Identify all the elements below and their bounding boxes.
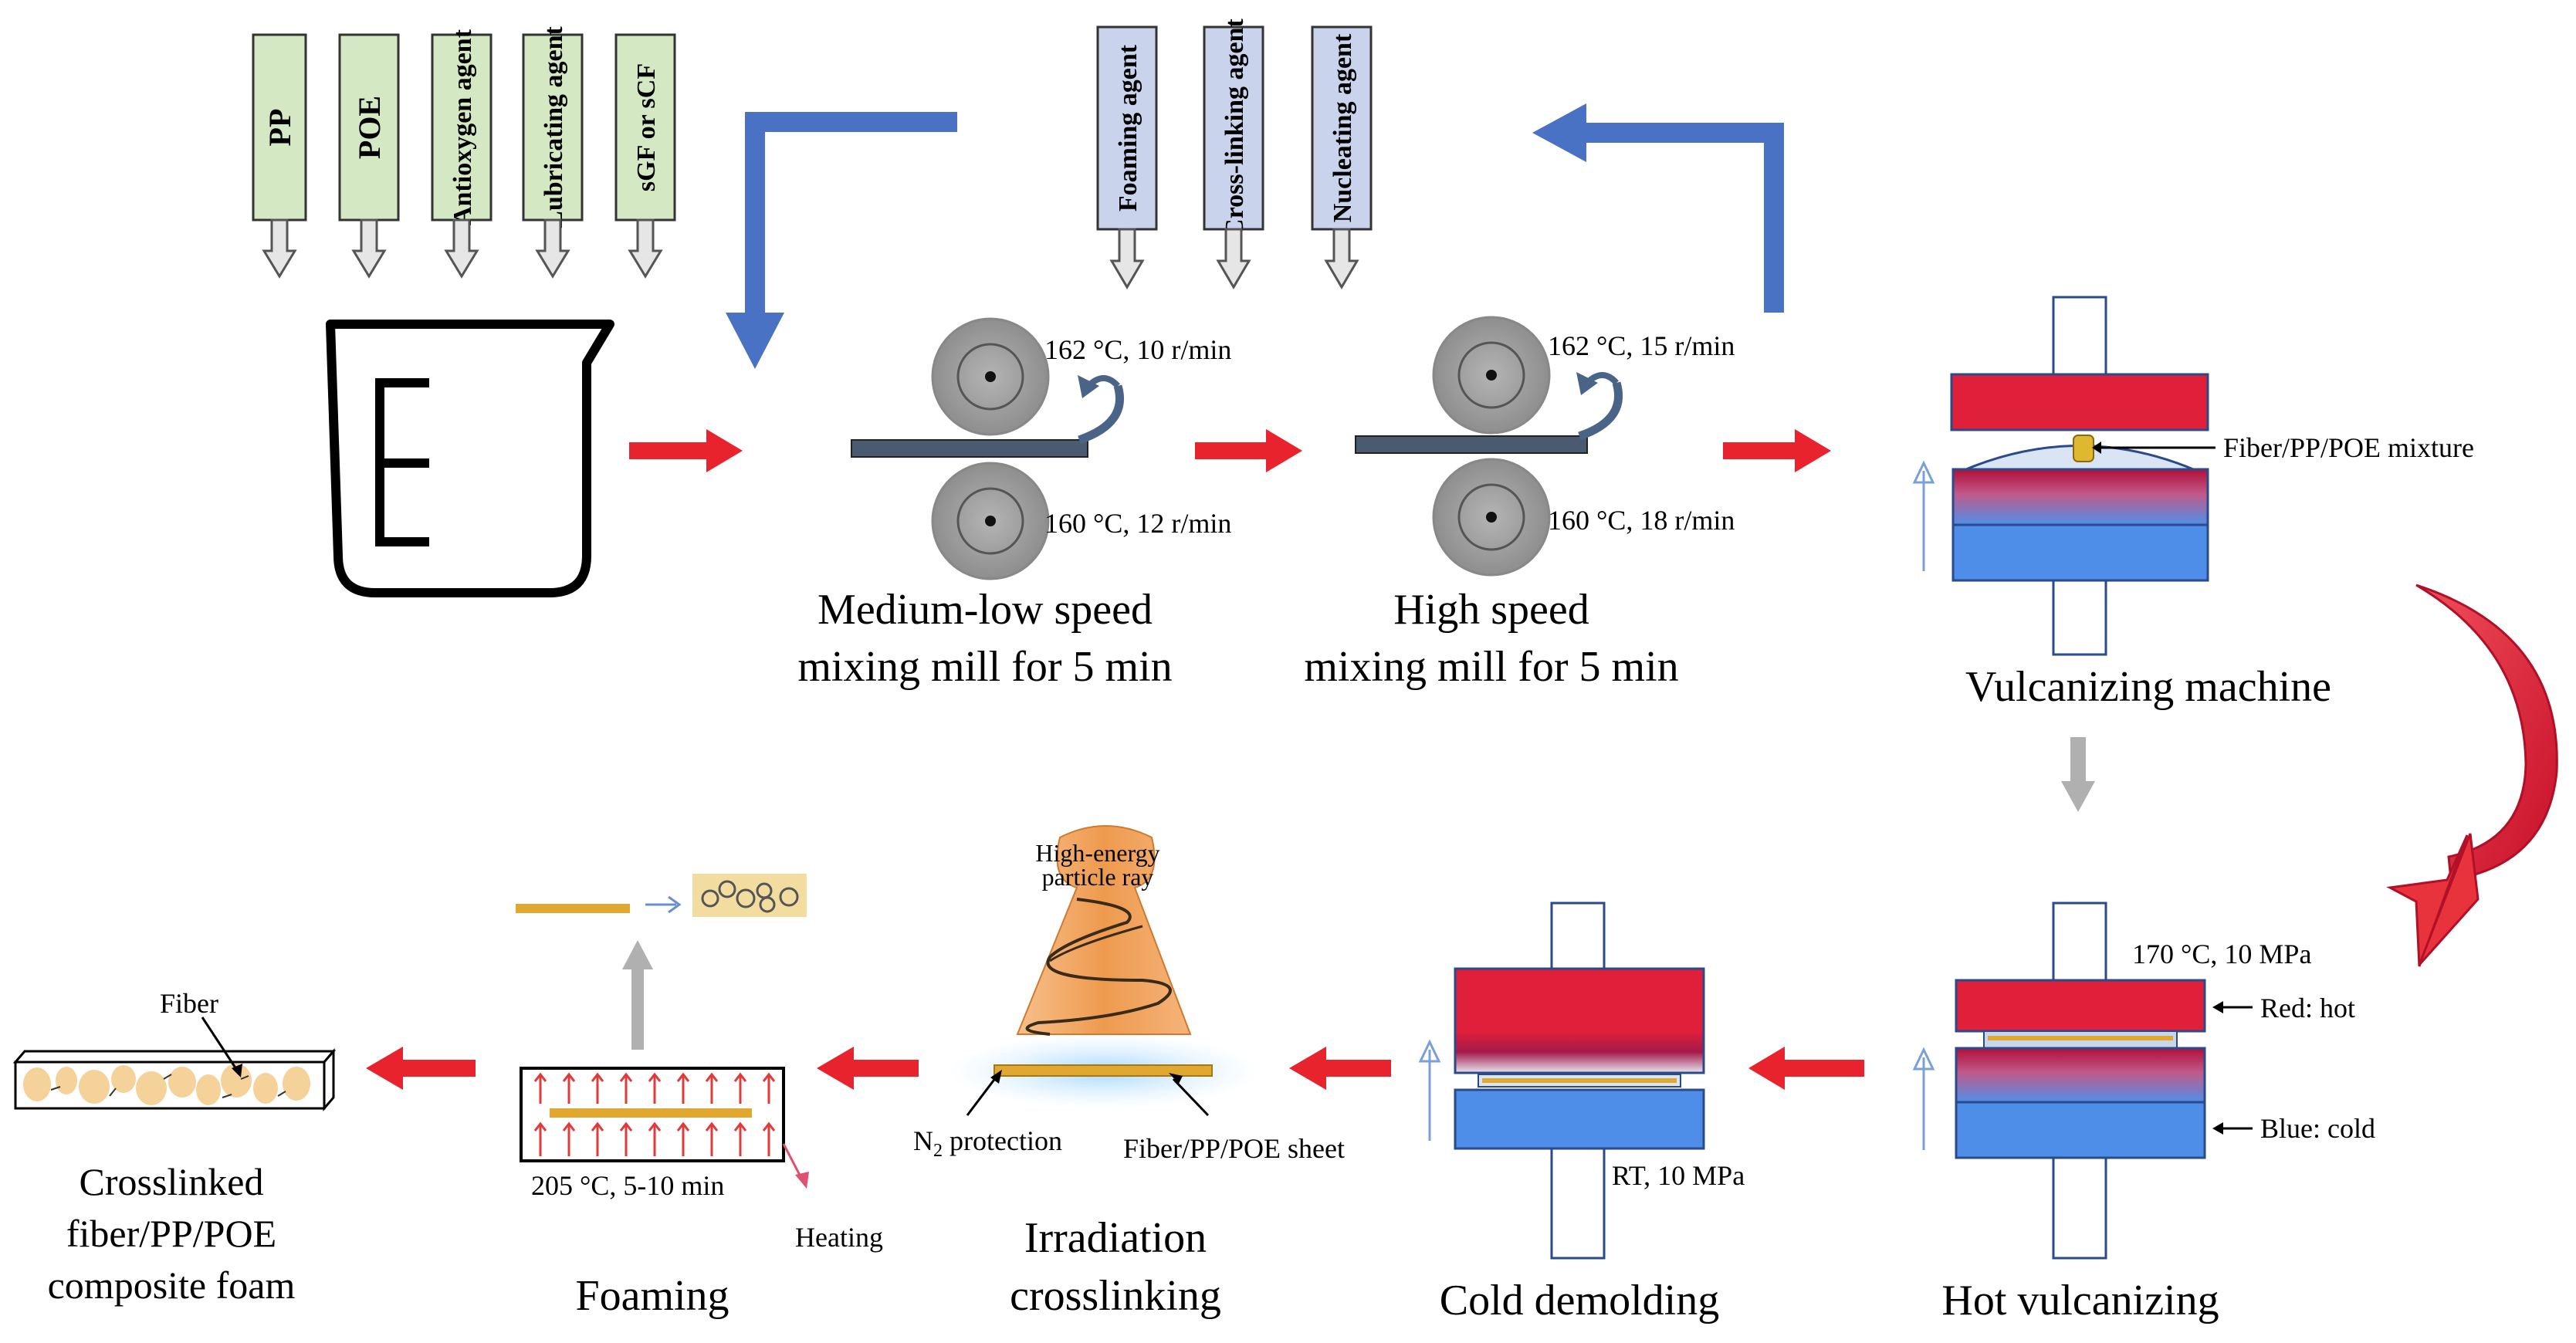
- beaker-icon: [326, 320, 614, 597]
- mill-2-bottom-condition: 160 °C, 18 r/min: [1548, 505, 1735, 536]
- heat-arrow-head: [733, 1072, 747, 1082]
- irradiation-caption-line1: Irradiation: [1024, 1214, 1207, 1262]
- foam-product: [12, 1017, 337, 1112]
- mill-1-caption-line2: mixing mill for 5 min: [797, 643, 1172, 691]
- heat-arrow-head: [762, 1072, 776, 1082]
- mill-2-caption-line1: High speed: [1393, 586, 1589, 634]
- fiber-label: Fiber: [160, 988, 218, 1019]
- mill-2-caption-line2: mixing mill for 5 min: [1304, 643, 1678, 691]
- irradiation-device: [949, 825, 1258, 1117]
- heat-arrow-head: [762, 1121, 776, 1132]
- heat-arrow-head: [591, 1072, 604, 1082]
- curved-red-arrow: [2386, 584, 2558, 967]
- ray-label-line2: particle ray: [1042, 863, 1154, 891]
- ingredient-antioxygen: Antioxygen agent: [431, 29, 493, 279]
- heat-arrow-head: [648, 1121, 662, 1132]
- additive-cross-linking: Cross-linking agent: [1203, 18, 1264, 289]
- flow-arrow-7: [366, 1047, 476, 1090]
- heating-label: Heating: [795, 1222, 883, 1253]
- heat-arrow-head: [533, 1121, 547, 1132]
- foaming-oven: [516, 874, 809, 1189]
- ingredient-poe: POE: [338, 33, 400, 279]
- ingredient-pp: PP: [252, 33, 307, 279]
- foaming-caption: Foaming: [575, 1272, 729, 1320]
- cold-demolding-press: [1418, 902, 1705, 1260]
- ingredient-poe-label: POE: [352, 96, 387, 159]
- irradiation-caption-line2: crosslinking: [1010, 1272, 1221, 1320]
- heat-arrow-head: [533, 1072, 547, 1082]
- additive-cross-linking-label: Cross-linking agent: [1220, 18, 1249, 237]
- return-arrow-right: [1532, 103, 1784, 313]
- product-caption-line3: composite foam: [48, 1264, 296, 1307]
- heat-arrow-head: [676, 1121, 690, 1132]
- heat-arrow-head: [619, 1121, 633, 1132]
- flow-arrow-5: [1289, 1047, 1391, 1090]
- product-caption-line1: Crosslinked: [80, 1160, 264, 1203]
- heat-arrow-head: [705, 1121, 719, 1132]
- ingredient-sgf-scf-label: sGF or sCF: [632, 63, 661, 191]
- vulcanizing-machine-caption: Vulcanizing machine: [1965, 663, 2331, 711]
- mill-1-bottom-condition: 160 °C, 12 r/min: [1044, 508, 1231, 539]
- heat-arrow-head: [562, 1121, 576, 1132]
- hot-vulcanizing-condition: 170 °C, 10 MPa: [2132, 939, 2311, 969]
- heat-arrow-head: [591, 1121, 604, 1132]
- cold-demolding-condition: RT, 10 MPa: [1612, 1160, 1745, 1191]
- blue-cold-label: Blue: cold: [2260, 1113, 2375, 1144]
- return-arrow-left: [726, 112, 957, 369]
- ingredient-lubricating: Lubricating agent: [522, 26, 584, 279]
- mixture-label: Fiber/PP/POE mixture: [2223, 432, 2474, 463]
- heat-arrow-head: [562, 1072, 576, 1082]
- heat-arrow-head: [619, 1072, 633, 1082]
- heat-arrow-head: [733, 1121, 747, 1132]
- flow-arrow-6: [817, 1047, 919, 1090]
- cold-demolding-caption: Cold demolding: [1440, 1277, 1719, 1324]
- mill-2-top-condition: 162 °C, 15 r/min: [1548, 330, 1735, 361]
- ingredient-pp-label: PP: [262, 109, 297, 147]
- flow-arrow-2: [1195, 429, 1302, 472]
- gray-down-arrow: [2061, 737, 2095, 812]
- red-hot-label: Red: hot: [2260, 993, 2355, 1023]
- ray-label-line1: High-energy: [1035, 839, 1159, 867]
- additive-nucleating-label: Nucleating agent: [1329, 33, 1357, 222]
- mixing-mill-1: [851, 317, 1124, 580]
- n2-protection-label: N2 protection: [913, 1125, 1062, 1161]
- mixing-mill-2: [1355, 316, 1623, 577]
- heat-arrow-head: [648, 1072, 662, 1082]
- sheet-label: Fiber/PP/POE sheet: [1123, 1133, 1345, 1164]
- ingredient-antioxygen-label: Antioxygen agent: [449, 29, 477, 225]
- flow-arrow-4: [1748, 1047, 1864, 1090]
- additive-nucleating: Nucleating agent: [1311, 25, 1373, 289]
- heat-arrow-head: [705, 1072, 719, 1082]
- ingredient-sgf-scf: sGF or sCF: [614, 33, 676, 279]
- flow-arrow-1: [629, 429, 743, 472]
- additive-foaming: Foaming agent: [1096, 25, 1158, 289]
- vulcanizing-machine: [1912, 296, 2215, 656]
- foaming-condition: 205 °C, 5-10 min: [531, 1170, 724, 1201]
- mill-1-caption-line1: Medium-low speed: [817, 586, 1153, 634]
- heat-arrow-head: [676, 1072, 690, 1082]
- hot-vulcanizing-press: [1912, 902, 2253, 1260]
- product-caption-line2: fiber/PP/POE: [66, 1212, 276, 1255]
- hot-vulcanizing-caption: Hot vulcanizing: [1941, 1277, 2219, 1324]
- flow-arrow-3: [1723, 429, 1831, 472]
- mill-1-top-condition: 162 °C, 10 r/min: [1044, 334, 1231, 365]
- additive-foaming-label: Foaming agent: [1114, 44, 1142, 211]
- ingredient-lubricating-label: Lubricating agent: [540, 26, 568, 228]
